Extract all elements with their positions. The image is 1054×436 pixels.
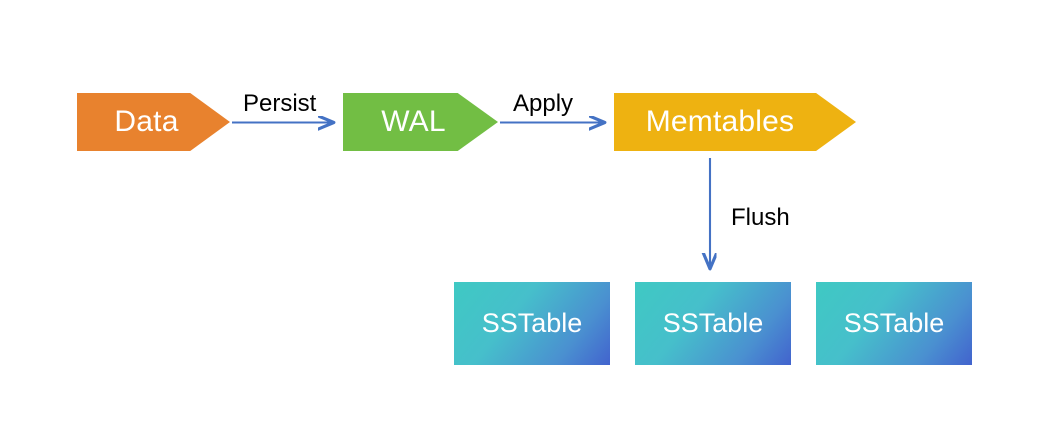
edge-label-apply: Apply: [513, 90, 574, 117]
node-sstable-3-label: SSTable: [843, 308, 945, 338]
node-wal-label: WAL: [381, 105, 446, 138]
node-memtables-label: Memtables: [645, 105, 795, 138]
node-data-label: Data: [114, 105, 179, 138]
node-sstable-3[interactable]: SSTable: [816, 282, 972, 365]
node-sstable-1[interactable]: SSTable: [454, 282, 610, 365]
node-sstable-2[interactable]: SSTable: [635, 282, 791, 365]
node-sstable-1-label: SSTable: [481, 308, 583, 338]
edge-label-persist: Persist: [243, 90, 317, 117]
edge-label-flush: Flush: [731, 204, 790, 231]
node-memtables[interactable]: Memtables: [614, 93, 856, 151]
node-sstable-2-label: SSTable: [662, 308, 764, 338]
